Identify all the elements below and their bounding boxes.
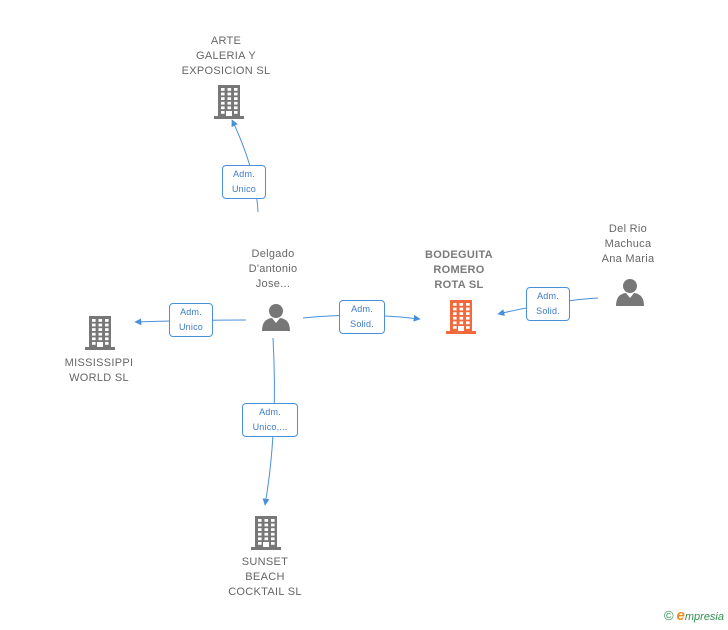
edge-label-line: Adm. [537, 291, 559, 301]
edge-label-line: Unico [231, 184, 256, 194]
building-icon-sunset[interactable] [251, 516, 281, 550]
edge-label-delgado-to-mississippi[interactable]: Adm. Unico [169, 303, 213, 337]
node-label-line: ROMERO [433, 264, 485, 276]
node-label-line: Machuca [604, 238, 652, 250]
node-label-line: BODEGUITA [425, 249, 493, 261]
node-label-line: MISSISSIPPI [64, 357, 134, 369]
brand-initial: e [676, 607, 685, 624]
node-label-bodeguita[interactable]: BODEGUITA ROMERO ROTA SL [399, 248, 519, 293]
edge-label-line: Adm. [180, 307, 202, 317]
person-icon-delgado[interactable] [262, 304, 290, 331]
edge-label-line: Solid. [536, 306, 560, 316]
node-label-line: GALERIA Y [196, 50, 256, 62]
node-label-line: ROTA SL [434, 279, 484, 291]
node-label-line: Ana Maria [601, 253, 655, 265]
node-label-line: D'antonio [248, 263, 298, 275]
edge-label-line: Unico [178, 322, 203, 332]
building-icon-bodeguita[interactable] [446, 300, 476, 334]
building-icon-mississippi[interactable] [85, 316, 115, 350]
node-label-line: Delgado [251, 248, 295, 260]
edge-label-line: Adm. [233, 169, 255, 179]
node-label-arte[interactable]: ARTE GALERIA Y EXPOSICION SL [166, 34, 286, 79]
edge-label-delrio-to-bodeguita[interactable]: Adm. Solid. [526, 287, 570, 321]
edge-label-delgado-to-arte[interactable]: Adm. Unico [222, 165, 266, 199]
empresia-logo: ©empresia [664, 607, 724, 624]
node-label-line: BEACH [245, 571, 285, 583]
node-label-line: Del Rio [608, 223, 648, 235]
edge-label-line: Solid. [350, 319, 374, 329]
copyright-symbol: © [663, 608, 674, 623]
node-label-line: COCKTAIL SL [228, 586, 302, 598]
building-icon-arte[interactable] [214, 85, 244, 119]
edge-label-line: Unico,... [252, 422, 288, 432]
node-label-sunset[interactable]: SUNSET BEACH COCKTAIL SL [205, 555, 325, 600]
node-label-line: ARTE [210, 35, 242, 47]
node-label-line: SUNSET [241, 556, 289, 568]
edge-label-line: Adm. [259, 407, 281, 417]
node-label-line: Jose... [255, 278, 291, 290]
node-label-mississippi[interactable]: MISSISSIPPI WORLD SL [39, 356, 159, 386]
edge-label-line: Adm. [351, 304, 373, 314]
person-icon-delrio[interactable] [616, 279, 644, 306]
brand-name: mpresia [684, 611, 724, 623]
node-label-line: EXPOSICION SL [181, 65, 271, 77]
node-label-line: WORLD SL [69, 372, 129, 384]
edge-label-delgado-to-bodeguita[interactable]: Adm. Solid. [339, 300, 385, 334]
edge-label-delgado-to-sunset[interactable]: Adm. Unico,... [242, 403, 298, 437]
